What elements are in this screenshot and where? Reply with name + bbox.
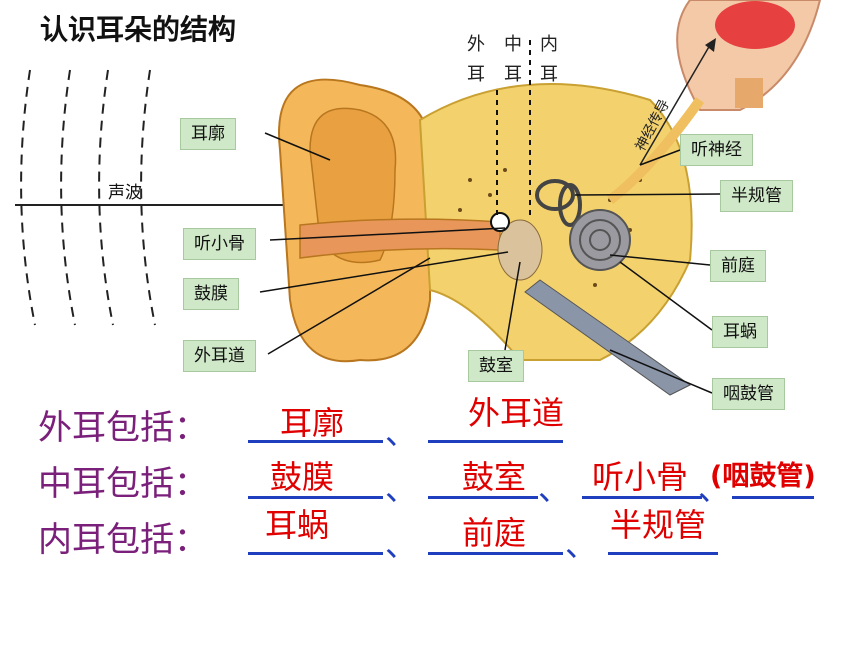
head-illustration xyxy=(676,0,822,111)
inner-blank-1 xyxy=(248,552,383,555)
middle-sep-3: 、 xyxy=(698,470,731,508)
middle-ear-prompt: 中耳包括： xyxy=(38,464,208,504)
section-outer-char-1: 外 xyxy=(467,34,485,55)
ear-diagram xyxy=(15,0,822,396)
inner-sep-1: 、 xyxy=(385,526,418,564)
label-eardrum: 鼓膜 xyxy=(183,278,239,310)
section-inner-char-1: 内 xyxy=(540,34,558,55)
outer-blank-1 xyxy=(248,440,383,443)
cochlea-shape xyxy=(569,209,631,271)
leader-lines xyxy=(259,132,721,394)
inner-sep-2: 、 xyxy=(565,526,598,564)
temporal-bone xyxy=(418,83,693,361)
section-inner-char-2: 耳 xyxy=(540,64,558,85)
outer-answer-1: 耳廓 xyxy=(280,404,345,442)
label-semicircular-canals: 半规管 xyxy=(720,180,793,212)
middle-answer-3: 听小骨 xyxy=(592,458,689,496)
inner-blank-2 xyxy=(428,552,563,555)
inner-blank-3 xyxy=(608,552,718,555)
middle-blank-2 xyxy=(428,496,538,499)
label-ossicles: 听小骨 xyxy=(183,228,256,260)
outer-blank-2 xyxy=(428,440,563,443)
label-eustachian-tube: 咽鼓管 xyxy=(712,378,785,410)
label-auditory-nerve: 听神经 xyxy=(680,134,753,166)
label-ear-canal: 外耳道 xyxy=(183,340,256,372)
inner-answer-2: 前庭 xyxy=(462,514,527,552)
middle-blank-4 xyxy=(732,496,814,499)
slide-title: 认识耳朵的结构 xyxy=(40,13,237,46)
inner-answer-3: 半规管 xyxy=(610,506,707,544)
label-tympanic-cavity: 鼓室 xyxy=(468,350,524,382)
label-vestibule: 前庭 xyxy=(710,250,766,282)
tympanic-cavity-shape xyxy=(497,219,543,281)
outer-sep-1: 、 xyxy=(385,414,418,452)
middle-sep-2: 、 xyxy=(538,470,571,508)
section-outer-caption: 外 耳 xyxy=(465,30,487,90)
outer-answer-2: 外耳道 xyxy=(468,394,565,432)
label-cochlea: 耳蜗 xyxy=(712,316,768,348)
inner-ear-prompt: 内耳包括： xyxy=(38,520,208,560)
section-outer-char-2: 耳 xyxy=(467,64,485,85)
sound-waves xyxy=(20,69,156,326)
outer-ear-prompt: 外耳包括： xyxy=(38,408,208,448)
inner-answer-1: 耳蜗 xyxy=(265,506,330,544)
section-dividers xyxy=(496,40,531,215)
middle-answer-4: (咽鼓管) xyxy=(710,461,816,492)
middle-sep-1: 、 xyxy=(385,470,418,508)
inner-ear-shape xyxy=(535,179,582,227)
sound-wave-label: 声波 xyxy=(108,183,142,203)
middle-answer-1: 鼓膜 xyxy=(270,458,335,496)
section-inner-caption: 内 耳 xyxy=(538,30,560,90)
label-auricle: 耳廓 xyxy=(180,118,236,150)
middle-answer-2: 鼓室 xyxy=(462,458,527,496)
section-middle-char-2: 耳 xyxy=(504,64,522,85)
middle-blank-3 xyxy=(582,496,702,499)
section-middle-char-1: 中 xyxy=(504,34,522,55)
section-middle-caption: 中 耳 xyxy=(502,30,524,90)
middle-blank-1 xyxy=(248,496,383,499)
